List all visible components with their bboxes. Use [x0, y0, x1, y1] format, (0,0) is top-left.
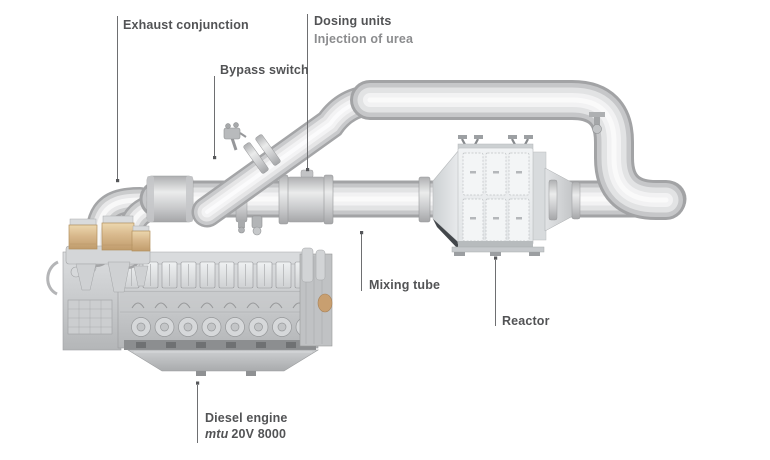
diesel-engine-model: 20V 8000 [231, 427, 287, 441]
coolant-hose [46, 260, 59, 296]
oil-pan [126, 349, 320, 372]
dosing-units-text: Dosing units [314, 14, 392, 28]
drain-fitting [251, 215, 263, 236]
dosing-unit [278, 169, 334, 225]
exhaust-conjunction-text: Exhaust conjunction [123, 18, 249, 32]
reactor-outlet-flanges [548, 179, 581, 221]
label-mixing-tube: Mixing tube [369, 277, 440, 293]
diesel-engine-illustration [46, 247, 333, 376]
bypass-switch-valve [223, 122, 281, 174]
leader-dots [116, 156, 498, 385]
cylinder-head-covers [123, 261, 311, 289]
label-dosing-units: Dosing units Injection of urea [314, 13, 413, 47]
dosing-units-subtext: Injection of urea [314, 32, 414, 46]
label-bypass-switch: Bypass switch [220, 62, 309, 78]
mixing-tube-text: Mixing tube [369, 278, 441, 292]
bypass-pipe-top-run [350, 80, 686, 220]
label-exhaust-conjunction: Exhaust conjunction [123, 17, 249, 33]
bypass-switch-text: Bypass switch [220, 63, 309, 77]
reactor-access-panels [462, 152, 530, 242]
leader-lines [117, 14, 496, 443]
exhaust-conjunction-collar [146, 175, 194, 223]
reactor-inlet-flange [418, 176, 431, 223]
air-filters [65, 215, 151, 293]
diesel-engine-text: Diesel engine [205, 411, 288, 425]
label-reactor: Reactor [502, 313, 550, 329]
reactor-text: Reactor [502, 314, 550, 328]
diesel-engine-brand: mtu [205, 427, 229, 441]
pipe-bracket [589, 112, 605, 134]
